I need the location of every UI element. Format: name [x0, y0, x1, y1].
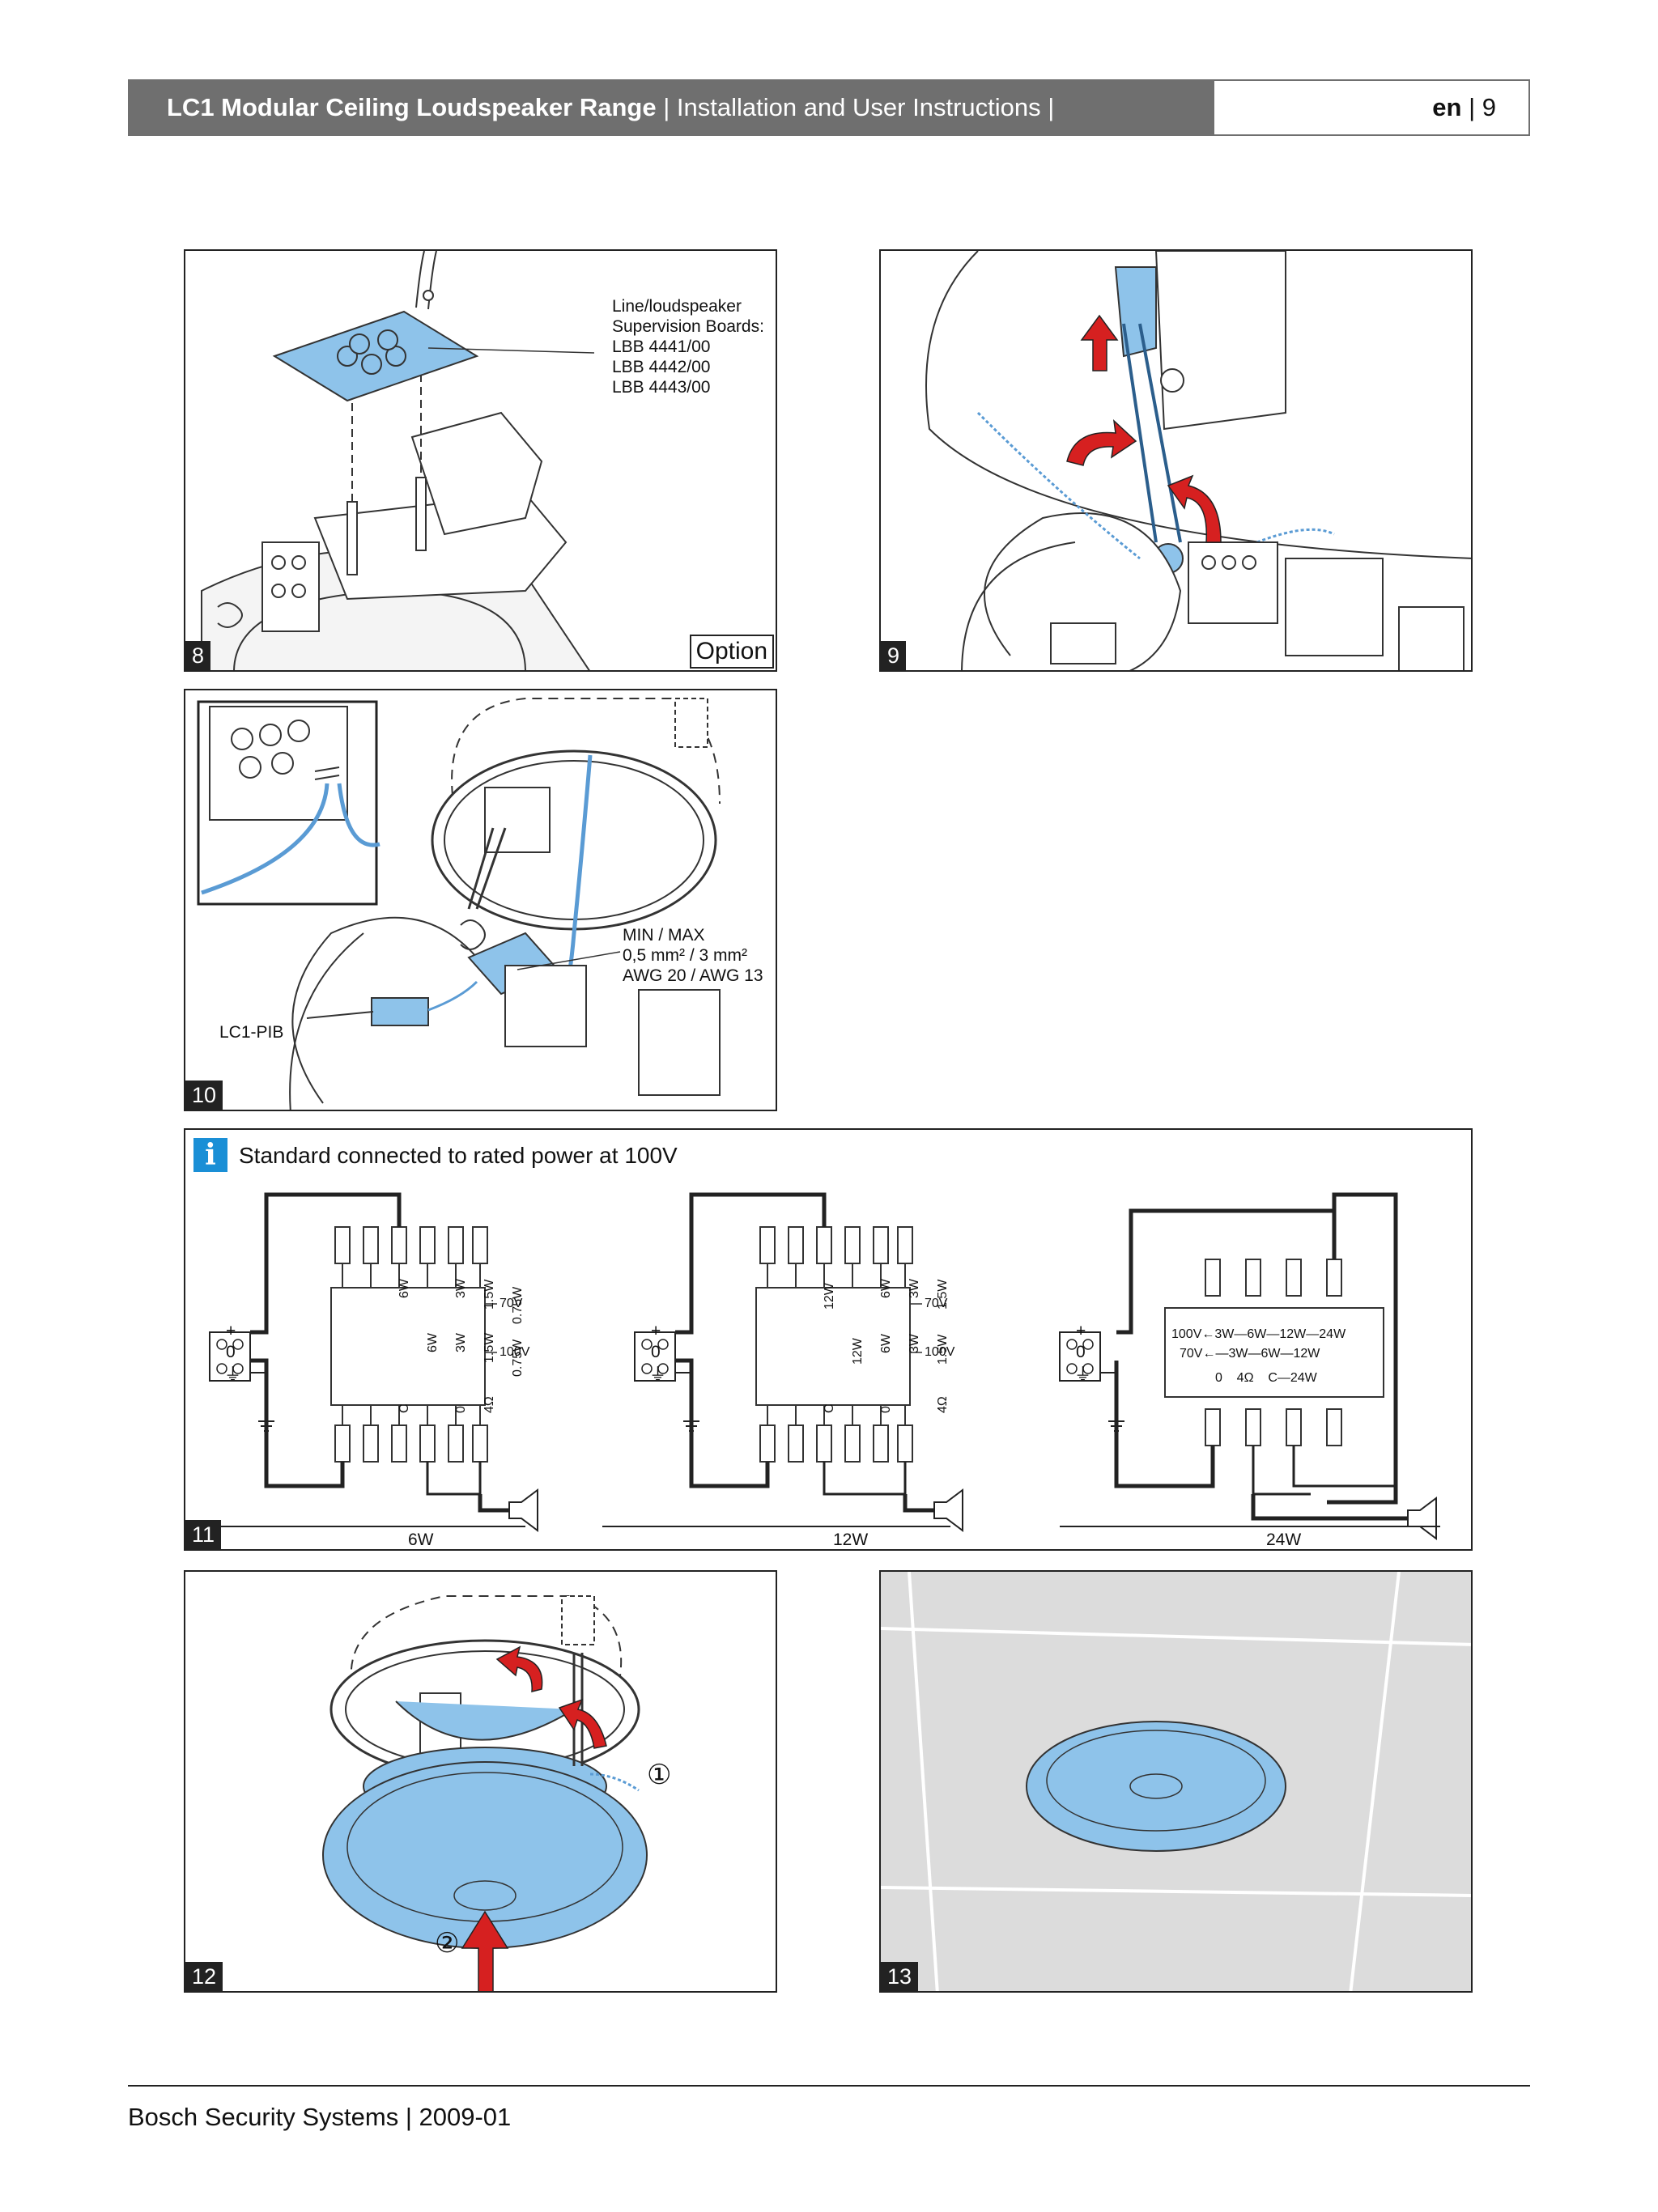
product-name: LC1 Modular Ceiling Loudspeaker Range [167, 93, 657, 121]
option-label: Option [689, 635, 774, 669]
figure-9: 9 [879, 249, 1473, 672]
page-number: 9 [1482, 93, 1496, 121]
figure-13-illustration [881, 1572, 1471, 1991]
terminal-plus: + [1076, 1322, 1086, 1340]
tap-6w-top: 6W [879, 1279, 893, 1298]
voltage-70v: 70V [500, 1297, 523, 1310]
terminal-zero: 0 [1076, 1343, 1086, 1361]
tap-zero: 0 [879, 1406, 893, 1413]
figure-12-illustration [322, 1595, 648, 1991]
figure-13: 13 [879, 1570, 1473, 1993]
caption-24w: 24W [1266, 1531, 1302, 1549]
pib-label: LC1-PIB [219, 1023, 284, 1042]
terminal-ground: ⏚ [224, 1365, 241, 1384]
wire-gauge-label-3: AWG 20 / AWG 13 [623, 966, 763, 985]
footer-text: Bosch Security Systems | 2009-01 [128, 2103, 512, 2131]
caption-12w: 12W [833, 1531, 869, 1549]
tap-row-common: 0 4Ω C—24W [1215, 1371, 1317, 1385]
wire-gauge-label-1: MIN / MAX [623, 926, 705, 945]
board-label-2: Supervision Boards: [612, 317, 764, 336]
tap-zero: 0 [454, 1406, 468, 1413]
tap-12w-top: 12W [823, 1283, 836, 1310]
voltage-100v: 100V [925, 1345, 955, 1359]
voltage-100v: 100V [500, 1345, 530, 1359]
board-label-3: LBB 4441/00 [612, 338, 711, 356]
language-code: en [1432, 93, 1462, 121]
tap-6w-bottom: 6W [426, 1333, 440, 1352]
tap-c: C [397, 1403, 411, 1413]
figure-12: ① ② 12 [184, 1570, 777, 1993]
tap-4-ohm: 4Ω [483, 1396, 496, 1413]
tap-row-100v: 100V←3W—6W—12W—24W [1171, 1327, 1346, 1341]
figure-number: 12 [185, 1962, 223, 1991]
tap-1-5w-bottom: 1.5W [483, 1332, 496, 1363]
board-label-5: LBB 4443/00 [612, 378, 711, 397]
terminal-zero: 0 [226, 1343, 236, 1361]
tap-3w-bottom: 3W [908, 1334, 921, 1353]
board-label-1: Line/loudspeaker [612, 297, 742, 316]
tap-3w-bottom: 3W [454, 1333, 468, 1352]
tap-6w-bottom: 6W [879, 1334, 893, 1353]
figure-10: MIN / MAX 0,5 mm² / 3 mm² AWG 20 / AWG 1… [184, 689, 777, 1111]
header-title-bar: LC1 Modular Ceiling Loudspeaker Range | … [128, 79, 1213, 136]
info-text: Standard connected to rated power at 100… [239, 1143, 678, 1168]
figure-10-illustration [197, 698, 721, 1110]
figure-number: 9 [881, 641, 907, 670]
figure-8-illustration [201, 251, 595, 670]
figure-number: 10 [185, 1081, 223, 1110]
tap-3w-top: 3W [454, 1279, 468, 1298]
section-title: | Installation and User Instructions | [663, 93, 1055, 121]
info-icon: i [193, 1138, 227, 1172]
voltage-70v: 70V [925, 1297, 948, 1310]
terminal-plus: + [226, 1322, 236, 1340]
figure-8: Line/loudspeaker Supervision Boards: LBB… [184, 249, 777, 672]
figure-9-illustration [925, 251, 1471, 670]
tap-3w-top: 3W [908, 1279, 921, 1298]
terminal-plus: + [651, 1322, 661, 1340]
board-label-4: LBB 4442/00 [612, 358, 711, 376]
wire-gauge-label-2: 0,5 mm² / 3 mm² [623, 946, 748, 965]
header-page-box: en | 9 [1213, 79, 1530, 136]
wiring-diagrams [185, 1192, 1440, 1540]
tap-c: C [823, 1403, 836, 1413]
tap-6w-top: 6W [397, 1279, 411, 1298]
terminal-zero: 0 [651, 1343, 661, 1361]
tap-4-ohm: 4Ω [936, 1396, 950, 1413]
step-1-marker: ① [647, 1760, 672, 1790]
tap-12w-bottom: 12W [851, 1338, 865, 1365]
figure-number: 8 [185, 641, 211, 670]
tap-row-70v: 70V←—3W—6W—12W [1180, 1347, 1320, 1361]
tap-1-5w-top: 1.5W [483, 1279, 496, 1310]
caption-6w: 6W [408, 1531, 434, 1549]
step-2-marker: ② [435, 1928, 460, 1959]
figure-11: i Standard connected to rated power at 1… [184, 1128, 1473, 1551]
header-separator: | [1469, 93, 1476, 121]
figure-number: 13 [881, 1962, 919, 1991]
footer-rule [128, 2085, 1530, 2087]
figure-number: 11 [185, 1520, 222, 1549]
terminal-ground: ⏚ [649, 1365, 666, 1384]
terminal-ground: ⏚ [1074, 1365, 1091, 1384]
